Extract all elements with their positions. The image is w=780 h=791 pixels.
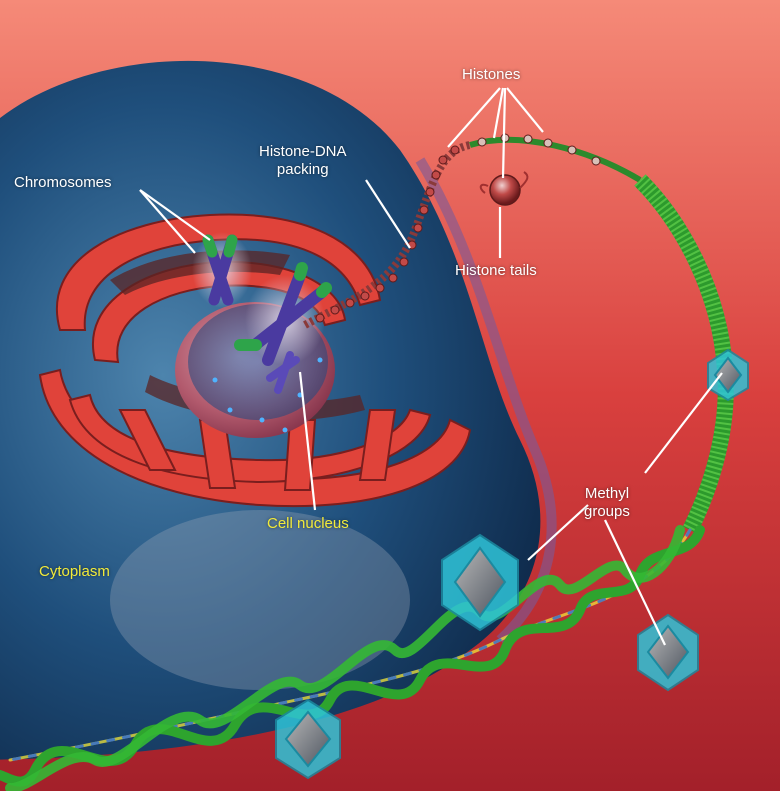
histone-beads-top xyxy=(477,133,601,166)
label-cell-nucleus: Cell nucleus xyxy=(267,515,349,532)
endoplasmic-reticulum xyxy=(38,213,472,508)
chromatin-fiber xyxy=(303,141,471,329)
label-histones: Histones xyxy=(462,66,521,83)
label-methyl-groups: Methyl groups xyxy=(584,485,630,520)
pointer-lines xyxy=(139,87,723,646)
dna-double-helix xyxy=(0,525,705,791)
methyl-group-crystals xyxy=(275,348,749,780)
label-histone-tails: Histone tails xyxy=(455,262,537,279)
histone-beads xyxy=(315,145,460,323)
label-chromosomes: Chromosomes xyxy=(14,174,112,191)
histone-highlight xyxy=(489,174,521,206)
chromosomes xyxy=(192,232,332,394)
label-cytoplasm: Cytoplasm xyxy=(39,563,110,580)
label-histone-dna-packing: Histone-DNA packing xyxy=(259,143,347,178)
